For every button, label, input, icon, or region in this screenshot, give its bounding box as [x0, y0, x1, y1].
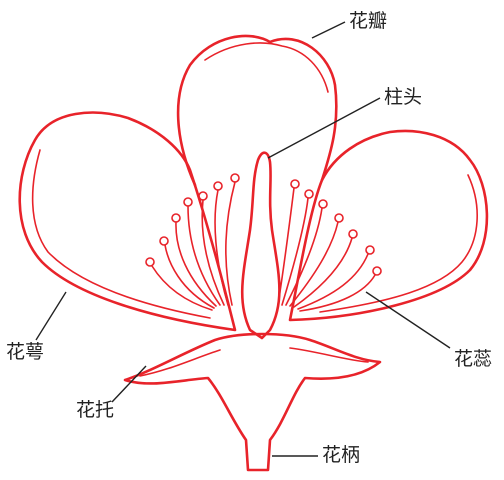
receptacle-inner-edge [139, 347, 369, 377]
right-petal-outline [288, 129, 489, 322]
leader-lines [35, 21, 451, 457]
stamens-right [277, 179, 382, 312]
label-petal: 花瓣 [349, 10, 388, 32]
label-pedicel: 花柄 [322, 444, 361, 466]
right-petal-inner-edge [319, 174, 478, 313]
label-receptacle: 花托 [76, 399, 115, 421]
top-petal-outline [176, 34, 338, 187]
stamens-left [145, 173, 240, 311]
receptacle-outline [123, 332, 382, 472]
pistil-outline [240, 151, 281, 340]
top-petal-inner-edge [204, 42, 329, 93]
label-sepal: 花萼 [6, 341, 45, 363]
left-petal-inner-edge [31, 149, 211, 319]
label-stamen: 花蕊 [454, 348, 493, 370]
left-petal-outline [18, 111, 237, 332]
label-stigma: 柱头 [384, 86, 423, 108]
